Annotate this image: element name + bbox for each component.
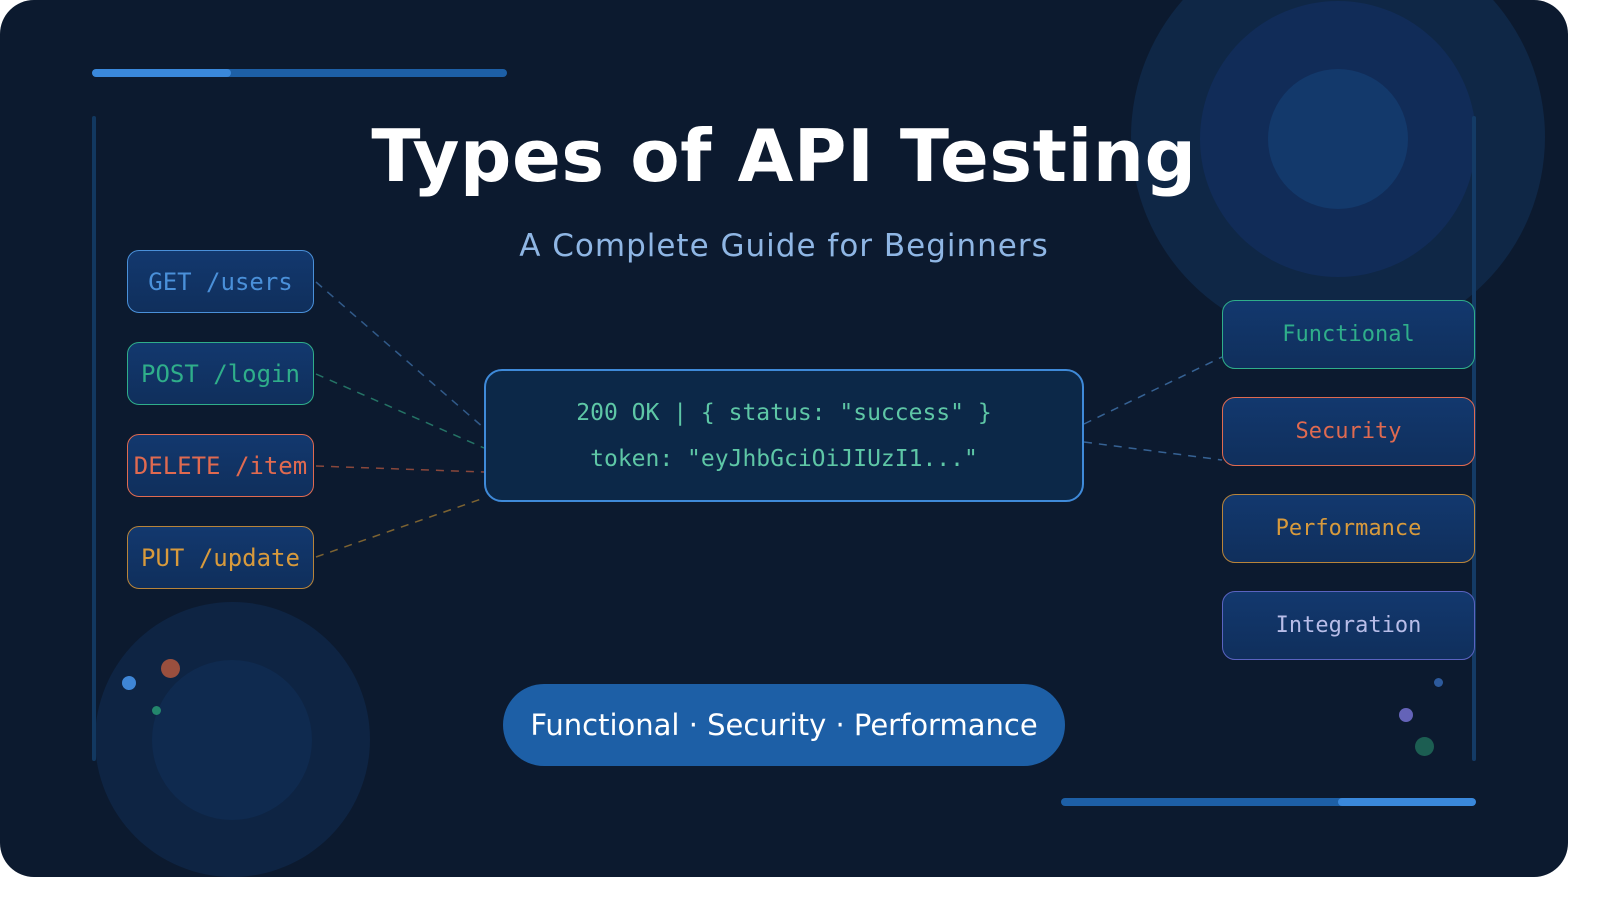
endpoint-label: GET /users: [148, 267, 293, 296]
page-title: Types of API Testing: [371, 114, 1197, 198]
connector-lines: [315, 281, 1223, 558]
bottom-progress-bar: [1061, 798, 1476, 806]
dot-icon: [1434, 678, 1443, 687]
endpoint-put-update: PUT /update: [127, 526, 314, 589]
endpoint-label: PUT /update: [141, 543, 300, 572]
left-accent-line: [92, 116, 96, 761]
dot-icon: [1415, 737, 1434, 756]
type-integration: Integration: [1222, 591, 1475, 660]
endpoint-label: DELETE /item: [133, 451, 308, 480]
page-subtitle: A Complete Guide for Beginners: [519, 228, 1049, 264]
decorative-circle-bottom-inner: [152, 660, 312, 820]
response-status-line: 200 OK | { status: "success" }: [576, 400, 992, 426]
bottom-progress-fill: [1338, 798, 1476, 806]
endpoint-post-login: POST /login: [127, 342, 314, 405]
response-box: 200 OK | { status: "success" } token: "e…: [484, 369, 1084, 502]
slide-card: Types of API Testing A Complete Guide fo…: [0, 0, 1568, 877]
endpoint-label: POST /login: [141, 359, 300, 388]
type-label: Functional: [1282, 322, 1415, 347]
top-progress-fill: [92, 69, 231, 77]
type-label: Integration: [1275, 613, 1422, 638]
endpoint-get-users: GET /users: [127, 250, 314, 313]
type-label: Performance: [1275, 516, 1422, 541]
summary-pill-label: Functional · Security · Performance: [530, 708, 1038, 742]
dot-icon: [122, 676, 136, 690]
type-performance: Performance: [1222, 494, 1475, 563]
summary-pill: Functional · Security · Performance: [503, 684, 1065, 766]
dot-icon: [161, 659, 180, 678]
endpoint-delete-item: DELETE /item: [127, 434, 314, 497]
top-progress-bar: [92, 69, 507, 77]
type-label: Security: [1295, 419, 1402, 444]
decorative-circle-inner: [1268, 69, 1408, 209]
response-token-line: token: "eyJhbGciOiJIUzI1...": [590, 446, 978, 472]
dot-icon: [1399, 708, 1413, 722]
dot-icon: [152, 706, 161, 715]
type-security: Security: [1222, 397, 1475, 466]
type-functional: Functional: [1222, 300, 1475, 369]
